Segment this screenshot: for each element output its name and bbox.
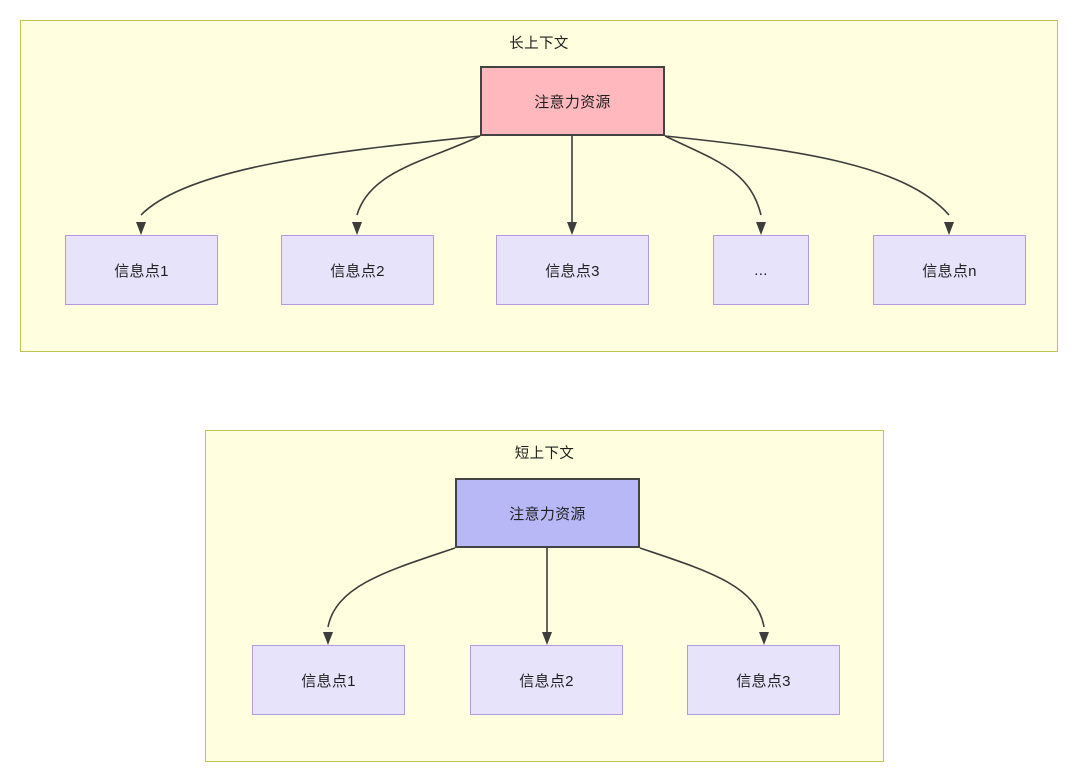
node-short-point-2-label: 信息点2 (519, 672, 574, 690)
node-long-point-ellipsis[interactable]: ... (713, 235, 809, 305)
node-long-point-3[interactable]: 信息点3 (496, 235, 649, 305)
node-long-point-1[interactable]: 信息点1 (65, 235, 218, 305)
node-long-point-n[interactable]: 信息点n (873, 235, 1026, 305)
node-long-attention-resource[interactable]: 注意力资源 (480, 66, 665, 136)
node-short-point-2[interactable]: 信息点2 (470, 645, 623, 715)
node-long-point-2[interactable]: 信息点2 (281, 235, 434, 305)
node-long-point-2-label: 信息点2 (330, 262, 385, 280)
node-short-point-3[interactable]: 信息点3 (687, 645, 840, 715)
node-short-attention-resource-label: 注意力资源 (509, 505, 586, 523)
node-long-attention-resource-label: 注意力资源 (534, 93, 611, 111)
node-long-point-ellipsis-label: ... (754, 261, 768, 279)
node-short-point-1[interactable]: 信息点1 (252, 645, 405, 715)
node-long-point-1-label: 信息点1 (114, 262, 169, 280)
node-short-point-1-label: 信息点1 (301, 672, 356, 690)
node-short-attention-resource[interactable]: 注意力资源 (455, 478, 640, 548)
node-long-point-3-label: 信息点3 (545, 262, 600, 280)
group-short-context-title: 短上下文 (514, 446, 575, 462)
node-long-point-n-label: 信息点n (922, 262, 977, 280)
node-short-point-3-label: 信息点3 (736, 672, 791, 690)
group-long-context-title: 长上下文 (509, 36, 569, 52)
